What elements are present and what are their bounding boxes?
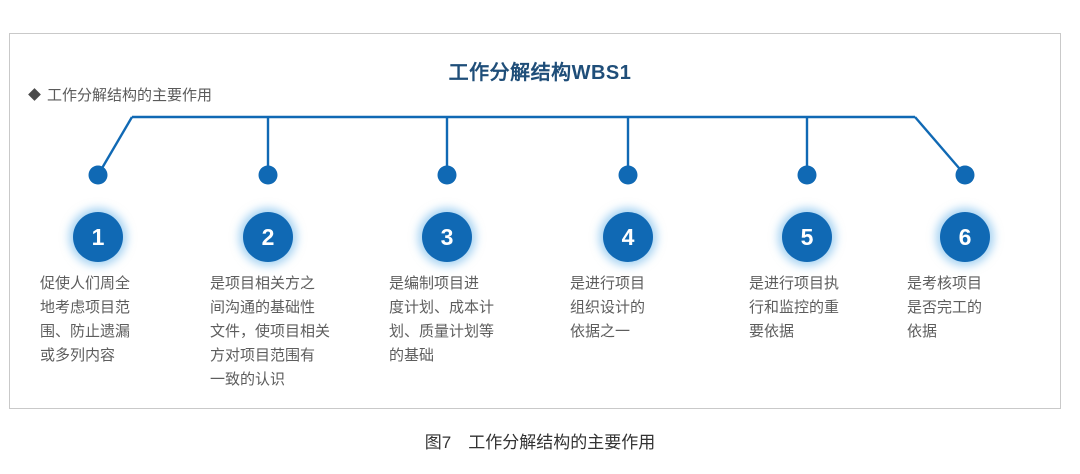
figure-title: 工作分解结构WBS1: [448, 62, 632, 84]
figure-subtitle-label: 工作分解结构的主要作用: [47, 87, 213, 104]
node-badge-label: 5: [800, 223, 814, 250]
node-badge-2: 2: [243, 212, 293, 262]
node-description-5: 是进行项目执 行和监控的重 要依据: [749, 275, 840, 340]
node-badge-label: 3: [440, 223, 454, 250]
node-description-3: 是编制项目进 度计划、成本计 划、质量计划等 的基础: [389, 275, 495, 364]
node-badge-6: 6: [940, 212, 990, 262]
node-description-6: 是考核项目 是否完工的 依据: [907, 275, 983, 340]
node-badge-5: 5: [782, 212, 832, 262]
node-description-4: 是进行项目 组织设计的 依据之一: [570, 275, 646, 340]
node-badge-label: 1: [91, 223, 105, 250]
node-description-1: 促使人们周全 地考虑项目范 围、防止遗漏 或多列内容: [40, 275, 131, 364]
figure-subtitle: 工作分解结构的主要作用: [28, 84, 213, 105]
diamond-bullet-icon: [28, 88, 41, 101]
node-badge-label: 6: [958, 223, 972, 250]
node-badge-4: 4: [603, 212, 653, 262]
node-description-2: 是项目相关方之 间沟通的基础性 文件，使项目相关 方对项目范围有 一致的认识: [210, 275, 331, 388]
figure-border-panel: [9, 33, 1061, 409]
node-badge-3: 3: [422, 212, 472, 262]
figure-caption: 图7 工作分解结构的主要作用: [424, 433, 656, 452]
node-badge-1: 1: [73, 212, 123, 262]
node-badge-label: 4: [621, 223, 635, 250]
node-badge-label: 2: [261, 223, 275, 250]
